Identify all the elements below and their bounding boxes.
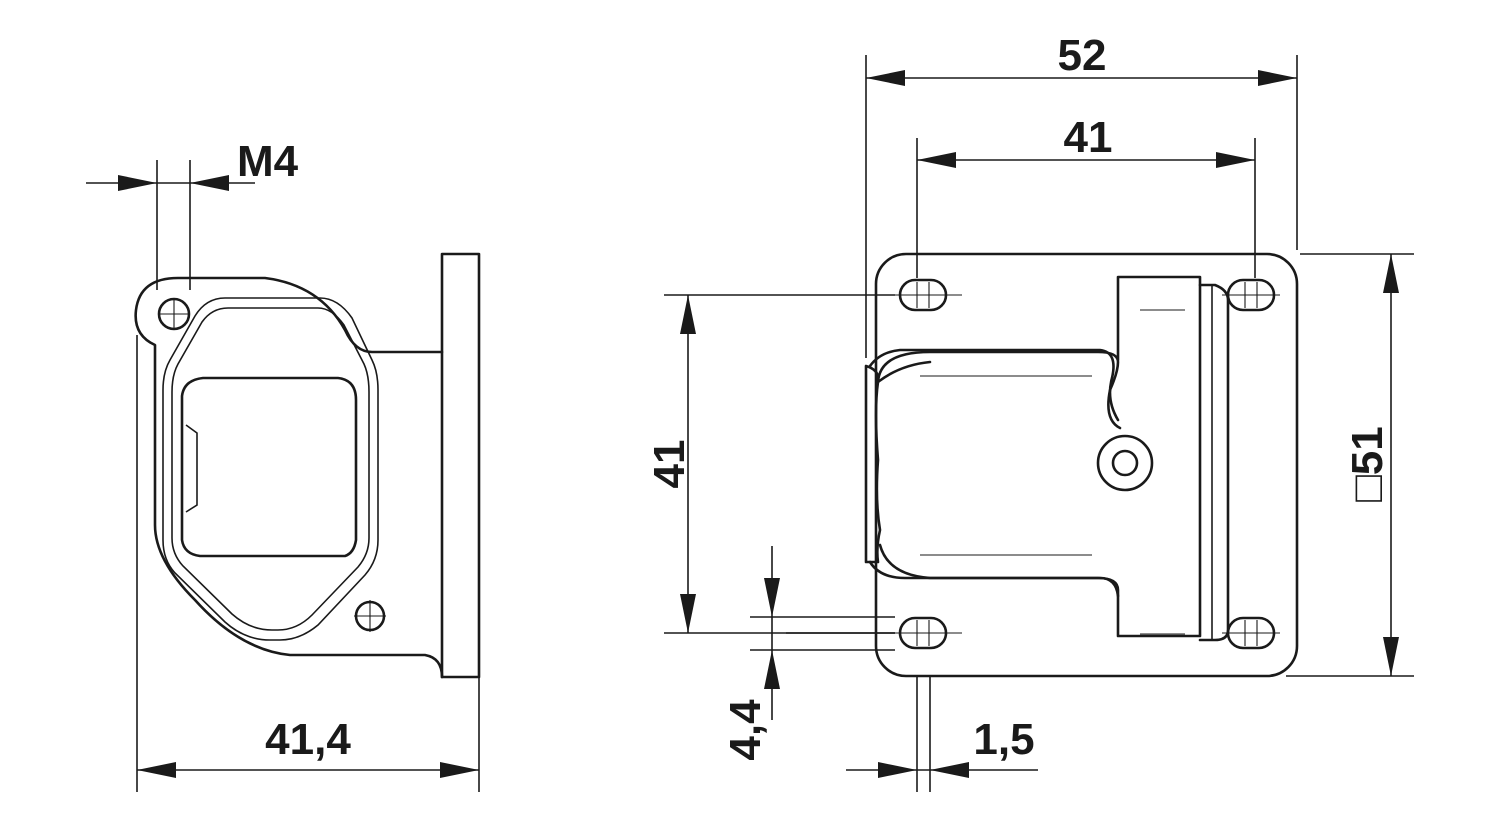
- dim-41-horizontal: 41: [1064, 113, 1113, 162]
- front-flange: [874, 252, 1299, 678]
- dim-4-4: 4,4: [721, 699, 770, 761]
- front-hood: [864, 364, 882, 564]
- side-gasket-inner: [171, 307, 370, 631]
- m4-hole: [157, 297, 191, 331]
- dim-52: 52: [1058, 31, 1107, 80]
- side-gasket-outer: [162, 297, 379, 641]
- front-view: [864, 252, 1299, 678]
- front-rail: [1198, 283, 1230, 642]
- center-marks: [160, 282, 1280, 646]
- dim-1-5: 1,5: [973, 715, 1034, 764]
- dim-51-square: □51: [1343, 426, 1392, 502]
- dim-41-4: 41,4: [265, 715, 351, 764]
- side-flange-plate: [440, 252, 481, 679]
- front-hood-outline: [868, 348, 1120, 598]
- locking-screw-outer: [1096, 434, 1154, 492]
- side-view: [134, 252, 481, 679]
- side-latch: [185, 424, 198, 513]
- locking-screw-inner: [1111, 449, 1139, 477]
- dim-41-vertical: 41: [645, 440, 694, 489]
- dim-m4: M4: [237, 137, 299, 186]
- dimension-lines: [86, 55, 1414, 792]
- side-cavity: [180, 376, 358, 558]
